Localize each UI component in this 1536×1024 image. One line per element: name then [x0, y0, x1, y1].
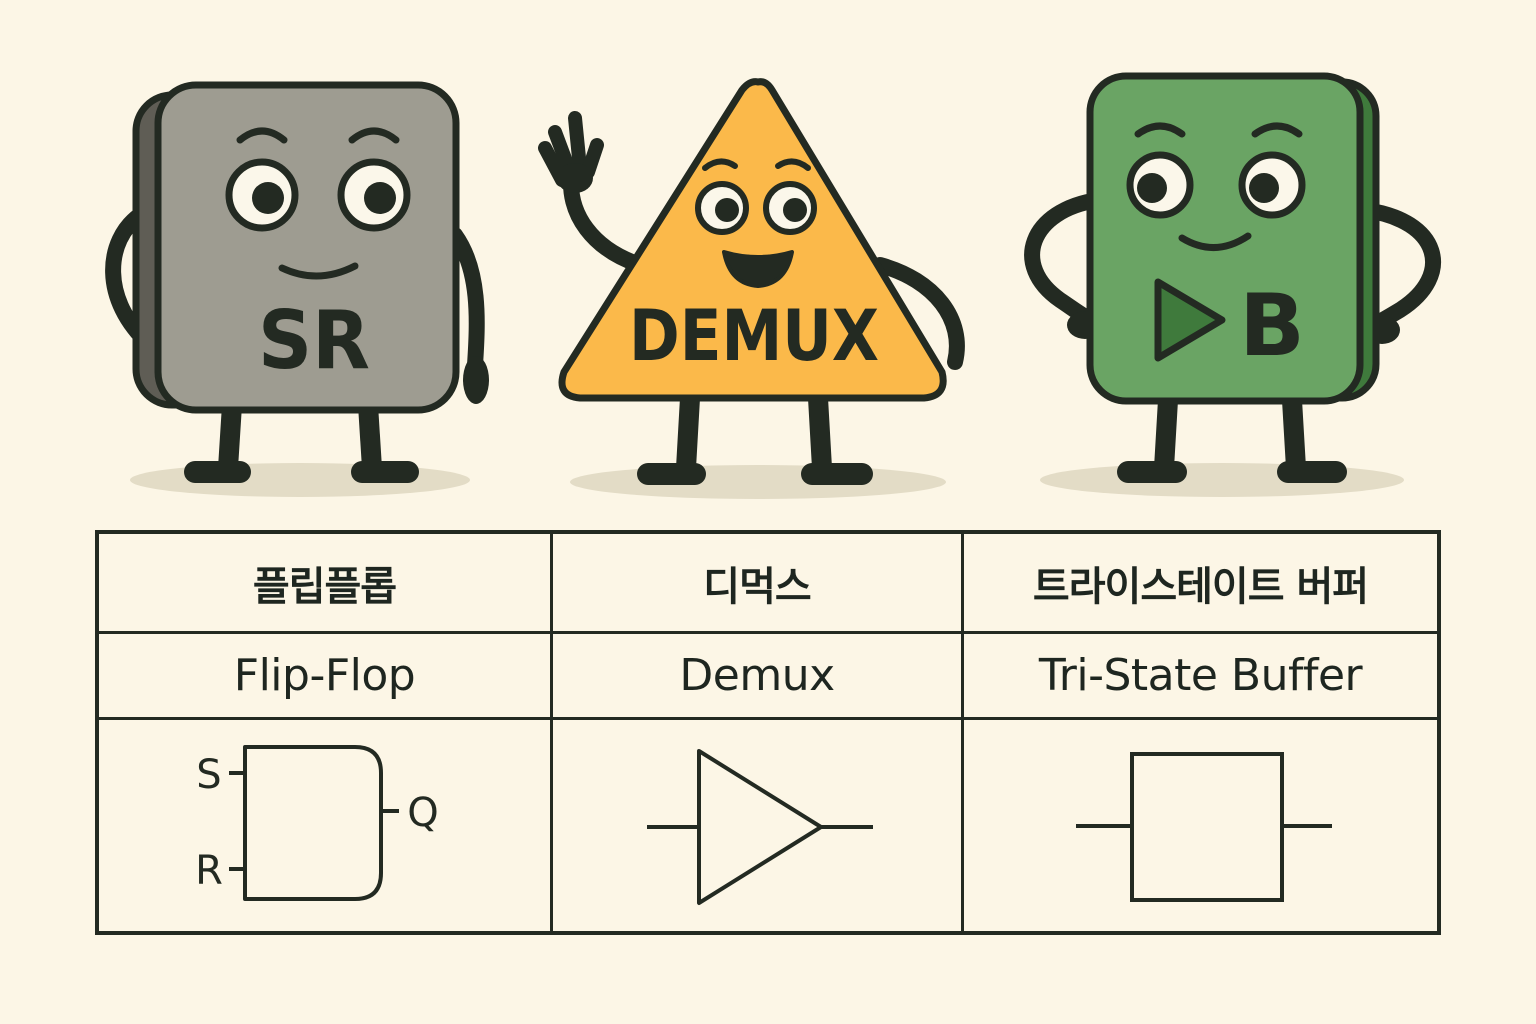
- component-table: 플립플롭 디먹스 트라이스테이트 버퍼 Flip-Flop Demux Tri-…: [95, 530, 1441, 935]
- english-name-cell-flipflop: Flip-Flop: [99, 634, 553, 720]
- korean-name-cell-flipflop: 플립플롭: [99, 534, 553, 634]
- flipflop-mascot: [105, 81, 489, 483]
- buffer-shadow: [1040, 463, 1404, 497]
- english-name-buffer: Tri-State Buffer: [1038, 650, 1363, 701]
- english-name-cell-buffer: Tri-State Buffer: [964, 634, 1437, 720]
- english-name-flipflop: Flip-Flop: [233, 650, 416, 701]
- symbol-cell-demux: [553, 720, 964, 931]
- buffer-triangle-symbol: [647, 748, 873, 905]
- box-symbol: [1075, 751, 1332, 902]
- demux-mascot: [538, 78, 965, 485]
- korean-name-buffer: 트라이스테이트 버퍼: [1032, 563, 1369, 610]
- symbol-cell-buffer: [964, 720, 1437, 931]
- flipflop-input-r: R: [195, 848, 223, 894]
- sr-flipflop-symbol: S R Q: [195, 744, 438, 901]
- english-name-cell-demux: Demux: [553, 634, 964, 720]
- korean-name-cell-buffer: 트라이스테이트 버퍼: [964, 534, 1437, 634]
- mascot-illustration: SR DEMUX: [105, 72, 1442, 499]
- flipflop-output-q: Q: [407, 790, 438, 836]
- korean-name-flipflop: 플립플롭: [252, 563, 397, 610]
- demux-badge: DEMUX: [629, 295, 879, 377]
- buffer-mascot: [1024, 72, 1442, 483]
- symbol-cell-flipflop: S R Q: [99, 720, 553, 931]
- korean-name-cell-demux: 디먹스: [553, 534, 964, 634]
- flipflop-badge: SR: [258, 294, 370, 387]
- flipflop-input-s: S: [196, 752, 221, 798]
- buffer-badge: B: [1239, 276, 1305, 376]
- demux-shadow: [570, 465, 946, 499]
- flipflop-shadow: [130, 463, 470, 497]
- korean-name-demux: 디먹스: [703, 563, 811, 610]
- english-name-demux: Demux: [679, 650, 835, 701]
